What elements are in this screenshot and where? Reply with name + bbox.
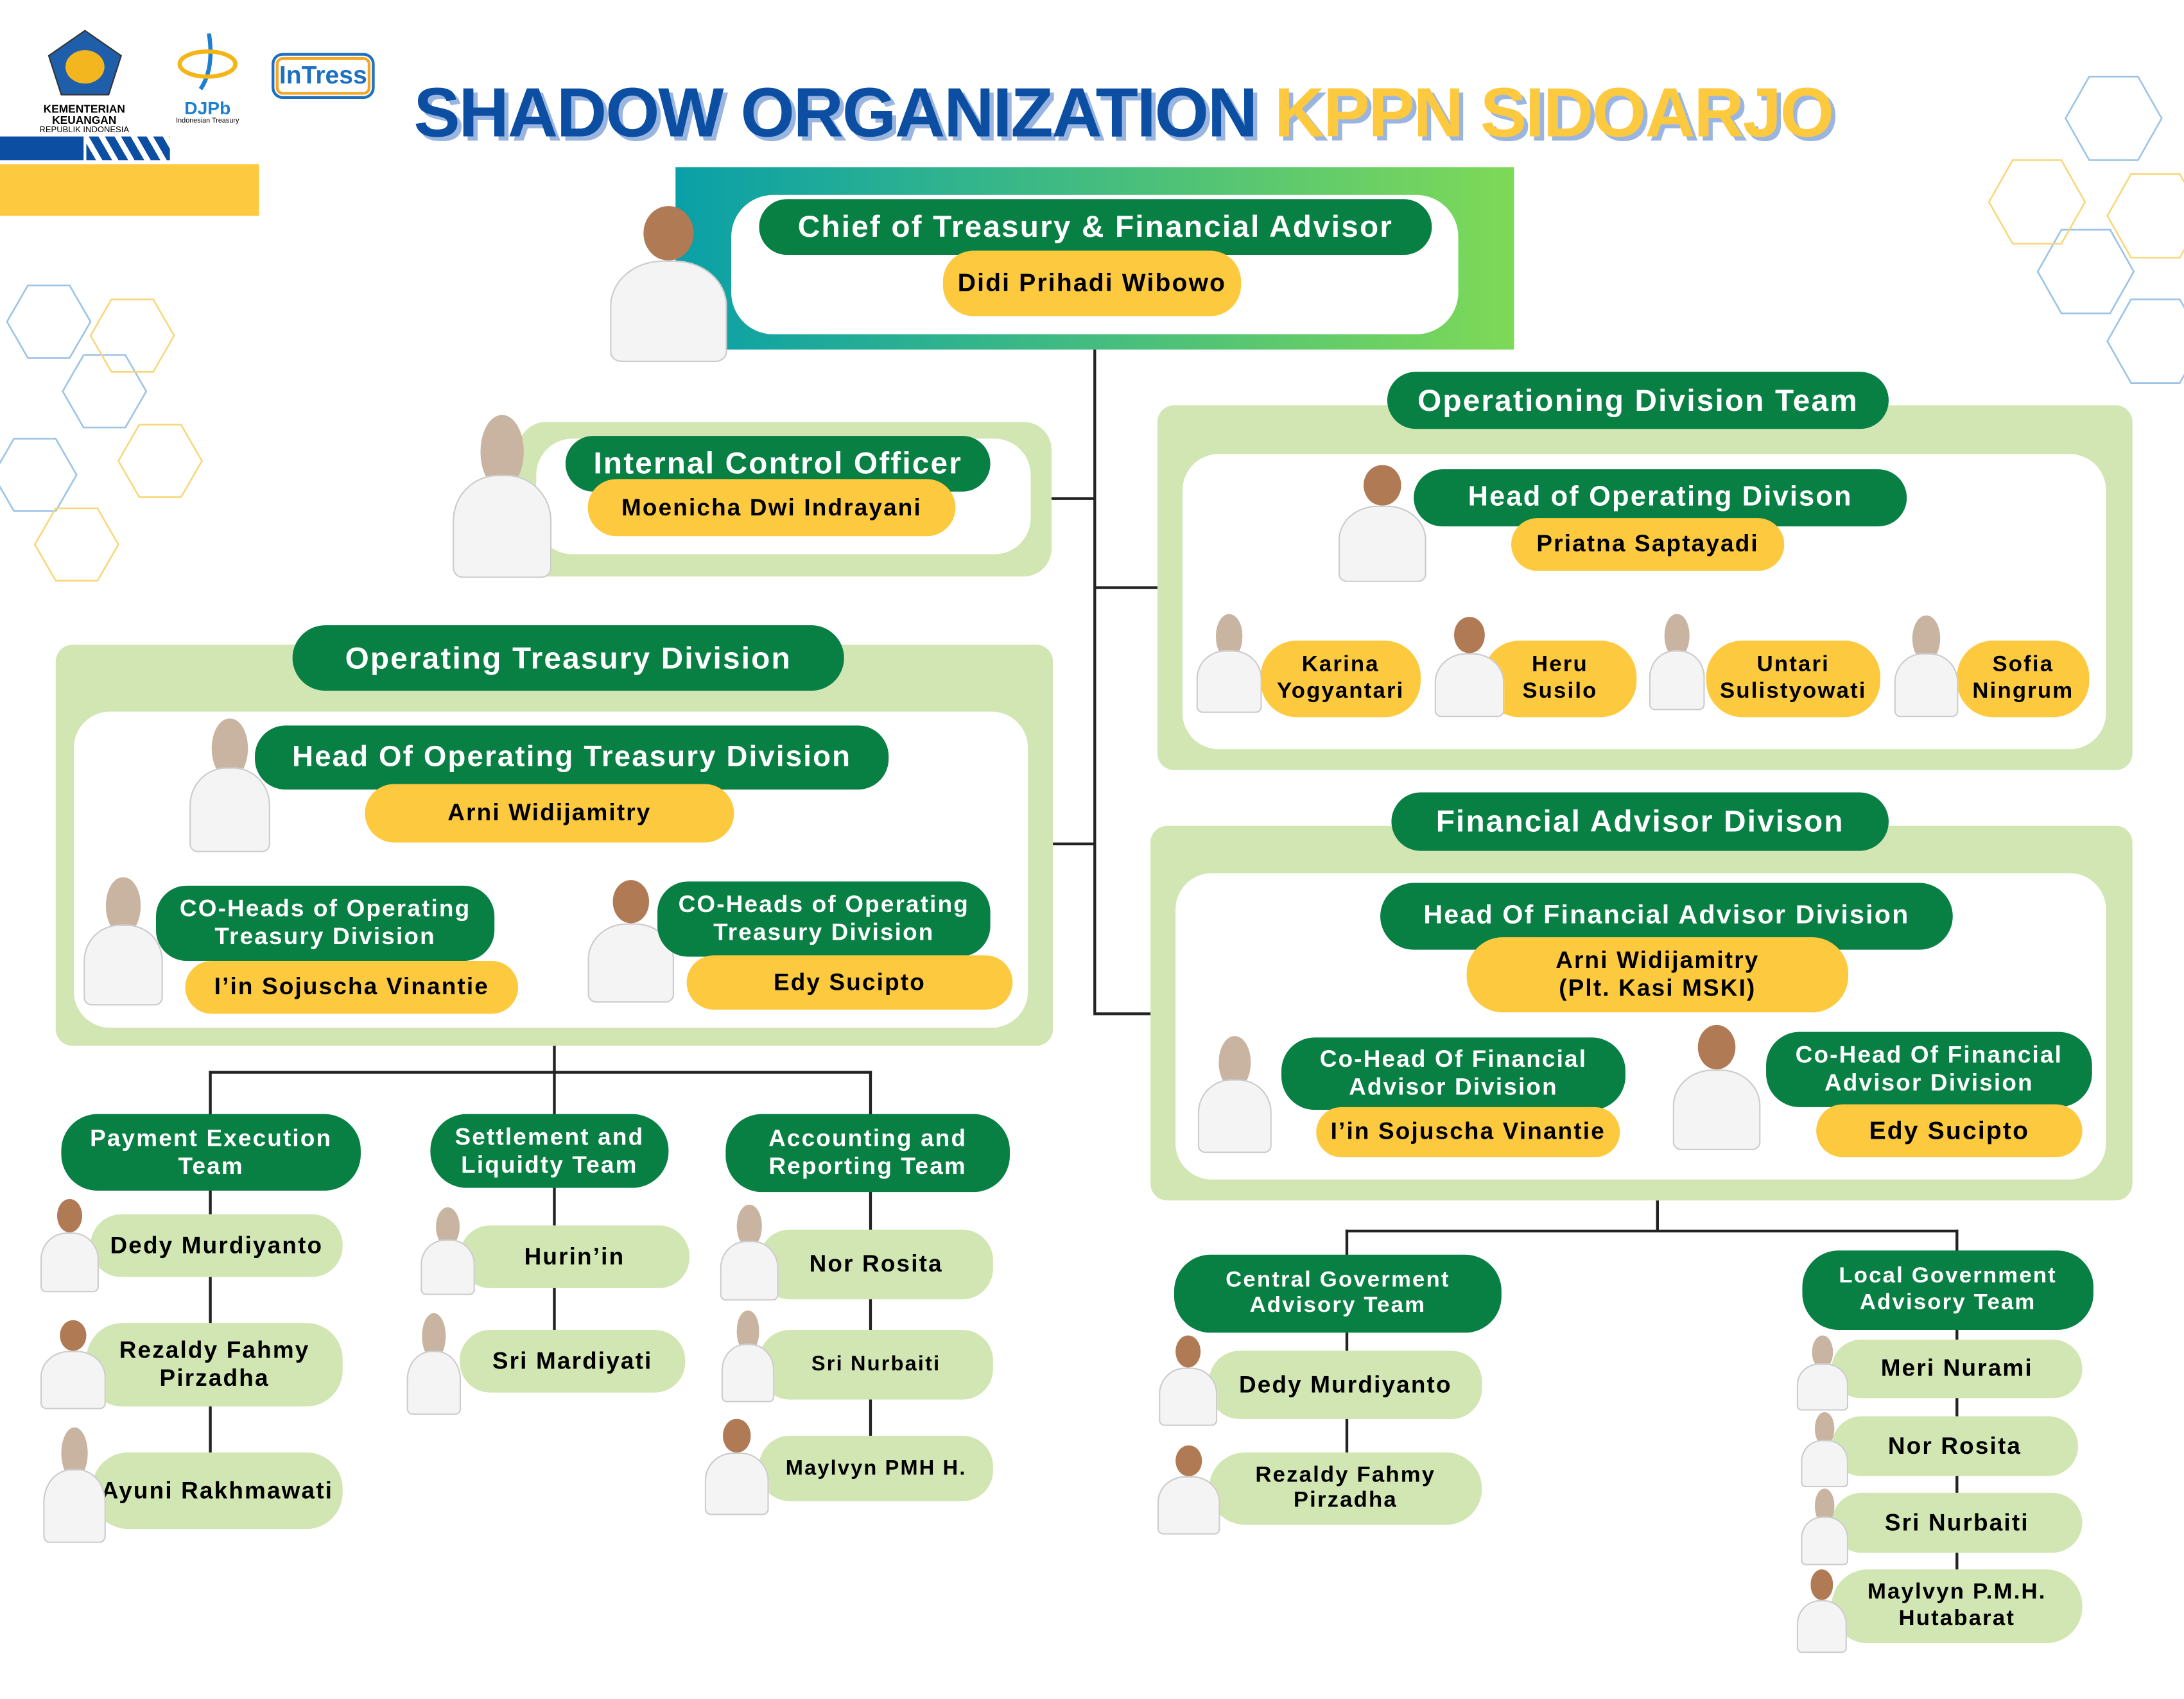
op-staff: Sofia Ningrum (1957, 641, 2090, 718)
ot-cohead-photo (580, 875, 683, 1003)
connector (1656, 1200, 1659, 1231)
connector (553, 1071, 556, 1330)
member-photo (1792, 1334, 1852, 1411)
chief-role: Chief of Treasury & Financial Advisor (759, 199, 1432, 255)
ot-cohead-role: CO-Heads of Operating Treasury Division (155, 885, 495, 962)
team-settlement-liquidity: Settlement and Liquidty Team (430, 1114, 669, 1188)
chief-name: Didi Prihadi Wibowo (942, 250, 1242, 316)
chief-photo (599, 199, 738, 363)
op-head-name: Priatna Saptayadi (1511, 518, 1785, 571)
connector (1345, 1229, 1959, 1233)
member-photo (1791, 1567, 1852, 1653)
member-photo (35, 1316, 111, 1410)
yellow-bar (0, 164, 259, 216)
member-photo (699, 1415, 774, 1515)
internal-control-name: Moenicha Dwi Indrayani (587, 479, 956, 537)
djpb-emblem-icon (177, 33, 238, 91)
member: Sri Nurbaiti (1832, 1492, 2083, 1553)
connector (553, 1046, 556, 1074)
member-photo (716, 1309, 780, 1402)
op-staff-photo (1889, 613, 1964, 718)
member: Nor Rosita (1832, 1416, 2079, 1476)
fa-cohead-name: I’in Sojuscha Vinantie (1316, 1107, 1620, 1157)
member: Nor Rosita (759, 1229, 993, 1300)
page-title: SHADOW ORGANIZATION KPPN SIDOARJO (413, 73, 1834, 153)
member-photo (1153, 1331, 1222, 1426)
operating-treasury-title: Operating Treasury Division (292, 625, 844, 691)
connector (1052, 842, 1095, 845)
djpb-logo: DJPb Indonesian Treasury (164, 33, 251, 126)
hexagon-pattern-right (1988, 76, 2184, 384)
ot-cohead-name: I’in Sojuscha Vinantie (185, 961, 519, 1014)
member: Maylvyn P.M.H. Hutabarat (1832, 1569, 2083, 1644)
connector (209, 1071, 872, 1074)
member-photo (401, 1312, 467, 1415)
op-head-role: Head of Operating Divison (1414, 469, 1907, 527)
member: Rezaldy Fahmy Pirzadha (86, 1323, 343, 1407)
member-photo (38, 1425, 112, 1543)
ot-cohead-photo (76, 875, 169, 1006)
ot-head-photo (181, 716, 279, 852)
blue-stripe (0, 136, 84, 160)
member: Meri Nurami (1832, 1340, 2083, 1399)
title-accent: KPPN SIDOARJO (1274, 73, 1834, 152)
fa-cohead-role: Co-Head Of Financial Advisor Division (1766, 1031, 2092, 1107)
connector-trunk (1093, 349, 1096, 1015)
member: Hurin’in (459, 1225, 689, 1288)
internal-control-photo (443, 412, 561, 578)
member: Maylvyn PMH H. (759, 1435, 993, 1501)
op-head-photo (1330, 460, 1435, 582)
team-payment-execution: Payment Execution Team (61, 1114, 361, 1191)
member-photo (1797, 1411, 1853, 1488)
member: Dedy Murdiyanto (1209, 1350, 1482, 1419)
connector (1052, 497, 1095, 500)
op-staff: Untari Sulistyowati (1706, 641, 1880, 718)
fa-cohead-role: Co-Head Of Financial Advisor Division (1281, 1037, 1625, 1110)
fa-head-note: (Plt. Kasi MSKI) (1559, 974, 1756, 1001)
connector (1095, 586, 1157, 589)
connector (1095, 1012, 1152, 1015)
connector (1345, 1229, 1349, 1456)
title-main: SHADOW ORGANIZATION (413, 73, 1258, 152)
member: Rezaldy Fahmy Pirzadha (1209, 1452, 1482, 1525)
member: Ayuni Rakhmawati (92, 1452, 343, 1530)
member-photo (1797, 1487, 1853, 1565)
fa-head-name: Arni Widijamitry (1556, 947, 1760, 974)
intress-logo: InTress (272, 53, 375, 99)
ot-head-role: Head Of Operating Treasury Division (255, 725, 889, 790)
kemenkeu-emblem-icon (47, 30, 121, 96)
blue-stripe-hatch (86, 136, 170, 160)
member-photo (415, 1206, 481, 1295)
team-central-government-advisory: Central Goverment Advisory Team (1174, 1254, 1502, 1333)
fa-cohead-photo (1191, 1033, 1279, 1153)
ot-cohead-name: Edy Sucipto (686, 955, 1013, 1010)
team-local-government-advisory: Local Government Advisory Team (1802, 1250, 2093, 1330)
member: Dedy Murdiyanto (91, 1214, 343, 1277)
member-photo (35, 1195, 104, 1293)
op-staff-photo (1191, 613, 1267, 713)
fa-head-name-pill: Arni Widijamitry (Plt. Kasi MSKI) (1466, 937, 1849, 1013)
team-accounting-reporting: Accounting and Reporting Team (725, 1114, 1010, 1193)
op-staff-photo (1643, 613, 1710, 711)
hexagon-pattern-left (0, 284, 204, 582)
op-staff-photo (1428, 613, 1511, 718)
op-staff: Heru Susilo (1483, 641, 1637, 718)
member-photo (715, 1203, 784, 1301)
member: Sri Nurbaiti (759, 1329, 993, 1400)
connector (1955, 1229, 1959, 1574)
ot-cohead-role: CO-Heads of Operating Treasury Division (657, 881, 991, 957)
member: Sri Mardiyati (459, 1329, 686, 1393)
financial-advisor-title: Financial Advisor Divison (1391, 792, 1889, 851)
op-staff: Karina Yogyantari (1260, 641, 1421, 718)
ot-head-name: Arni Widijamitry (365, 784, 734, 843)
fa-cohead-photo (1665, 1019, 1769, 1151)
fa-cohead-name: Edy Sucipto (1816, 1104, 2083, 1157)
operationing-title: Operationing Division Team (1387, 372, 1889, 429)
member-photo (1152, 1442, 1226, 1535)
kemenkeu-logo: KEMENTERIAN KEUANGAN REPUBLIK INDONESIA (11, 28, 157, 135)
